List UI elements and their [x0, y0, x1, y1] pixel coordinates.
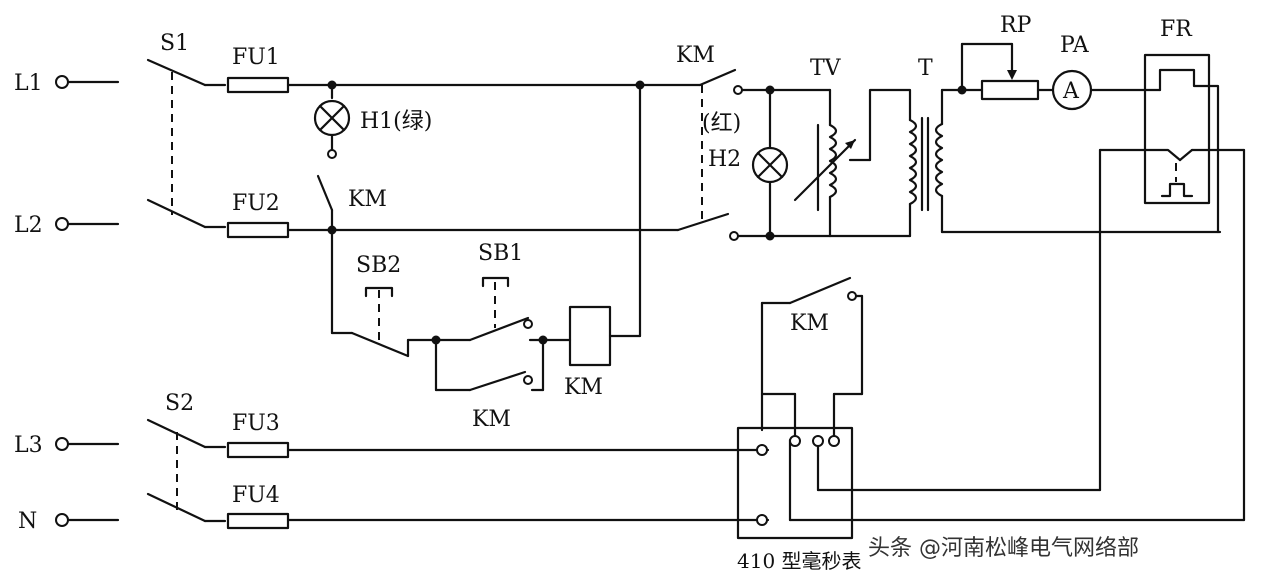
fuse-fu3-label: FU3	[232, 411, 280, 436]
lamp-h2-label: H2	[708, 147, 741, 172]
fuse-fu1: FU1	[226, 45, 290, 94]
fuse-fu2-label: FU2	[232, 191, 280, 216]
km-label-2: KM	[472, 407, 511, 432]
ammeter-pa: PA A	[1051, 33, 1162, 111]
km-label-5: KM	[790, 311, 829, 336]
fuse-fu1-label: FU1	[232, 45, 280, 70]
autotransformer-tv: TV	[768, 56, 872, 238]
switch-s1-label: S1	[160, 31, 189, 56]
fuse-fu3: FU3	[226, 411, 290, 459]
terminal-l2-label: L2	[14, 213, 43, 238]
control-circuit: SB2 SB1 KM	[330, 83, 642, 432]
fuse-fu4: FU4	[226, 483, 290, 530]
timer-label: 410 型毫秒表	[737, 549, 862, 573]
rheostat-rp: RP	[940, 13, 1054, 101]
terminal-l1: L1	[14, 71, 120, 96]
km-label-1: KM	[348, 187, 387, 212]
fuse-fu4-label: FU4	[232, 483, 280, 508]
tv-label: TV	[810, 56, 842, 81]
lamp-h2-color: (红)	[702, 111, 741, 136]
terminal-l3: L3	[14, 433, 120, 458]
lamp-h1: H1(绿)	[313, 83, 432, 159]
rp-label: RP	[1000, 13, 1032, 38]
terminal-l1-label: L1	[14, 71, 43, 96]
lamp-h2: (红) H2	[702, 85, 789, 241]
bus-l2	[286, 225, 680, 235]
terminal-n-label: N	[18, 509, 37, 534]
km-label-3: KM	[564, 375, 603, 400]
pa-label: PA	[1060, 33, 1090, 58]
switch-s2: S2	[146, 391, 227, 523]
switch-s2-label: S2	[165, 391, 194, 416]
terminal-l3-label: L3	[14, 433, 43, 458]
lamp-h1-label: H1(绿)	[360, 109, 432, 134]
km-coil: KM	[564, 83, 642, 400]
terminal-l2: L2	[14, 213, 120, 238]
fr-label: FR	[1160, 17, 1193, 42]
km-aux-contact-h1: KM	[316, 174, 387, 232]
button-sb1-label: SB1	[478, 241, 523, 266]
bus-l1	[286, 80, 702, 90]
button-sb1: SB1	[434, 241, 572, 342]
millisecond-timer: 410 型毫秒表	[736, 426, 862, 573]
ammeter-symbol: A	[1062, 79, 1080, 104]
transformer-t: T	[828, 56, 1222, 238]
watermark-text: 头条 @河南松峰电气网络部	[868, 536, 1139, 561]
button-sb2: SB2	[350, 253, 438, 358]
terminal-n: N	[18, 509, 120, 534]
km-main-contacts: KM	[676, 43, 772, 241]
button-sb2-label: SB2	[356, 253, 401, 278]
overload-relay-fr: FR	[1098, 17, 1246, 234]
km-label-4: KM	[676, 43, 715, 68]
timer-wiring	[286, 148, 1246, 522]
t-label: T	[918, 56, 933, 81]
fuse-fu2: FU2	[226, 191, 290, 239]
km-timer-contact: KM	[760, 276, 864, 438]
switch-s1: S1	[146, 31, 227, 229]
km-hold-contact: KM	[434, 338, 545, 432]
